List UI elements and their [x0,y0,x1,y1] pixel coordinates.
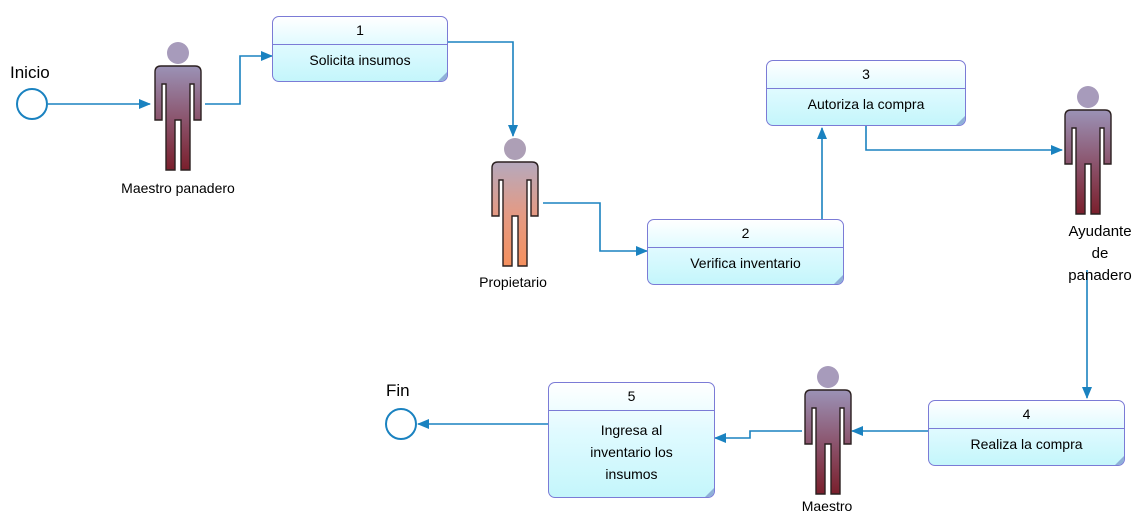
end-event-label: Fin [386,381,410,400]
maestro-panadero-actor-icon [154,42,202,171]
step-3-text: Autoriza la compra [807,96,925,112]
step-1-number: 1 [273,17,447,45]
step-4-text: Realiza la compra [970,436,1083,452]
step-3-box[interactable]: 3 Autoriza la compra [766,60,966,126]
propietario-label: Propietario [479,274,547,290]
ayudante-actor-icon [1064,86,1112,215]
ayudante-label: Ayudante de panadero [1068,223,1132,284]
flow-maestro-to-step5 [714,430,802,443]
step-4-corner-icon [1115,456,1124,465]
flow-maestro-panadero-to-step1 [205,51,273,105]
flow-step3-to-ayudante [865,126,1063,155]
step-5-text: Ingresa al inventario los insumos [590,422,673,482]
step-4-number: 4 [929,401,1124,429]
step-2-number: 2 [648,220,843,248]
maestro-actor-icon [804,366,852,495]
propietario-actor-icon [491,138,539,267]
end-event [385,408,417,440]
step-1-box[interactable]: 1 Solicita insumos [272,16,448,82]
step-5-corner-icon [705,488,714,497]
step-2-text: Verifica inventario [690,255,801,271]
step-3-corner-icon [956,116,965,125]
flow-step1-to-propietario [448,41,518,137]
start-event-label: Inicio [10,63,50,82]
step-1-text: Solicita insumos [309,52,411,68]
step-2-corner-icon [834,275,843,284]
maestro-label: Maestro [801,498,853,514]
step-2-box[interactable]: 2 Verifica inventario [647,219,844,285]
step-4-box[interactable]: 4 Realiza la compra [928,400,1125,466]
step-5-box[interactable]: 5 Ingresa al inventario los insumos [548,382,715,498]
start-event [16,88,48,120]
flow-propietario-to-step2 [543,202,648,256]
step-3-number: 3 [767,61,965,89]
step-5-number: 5 [549,383,714,411]
maestro-panadero-label: Maestro panadero [121,180,235,196]
step-1-corner-icon [438,72,447,81]
